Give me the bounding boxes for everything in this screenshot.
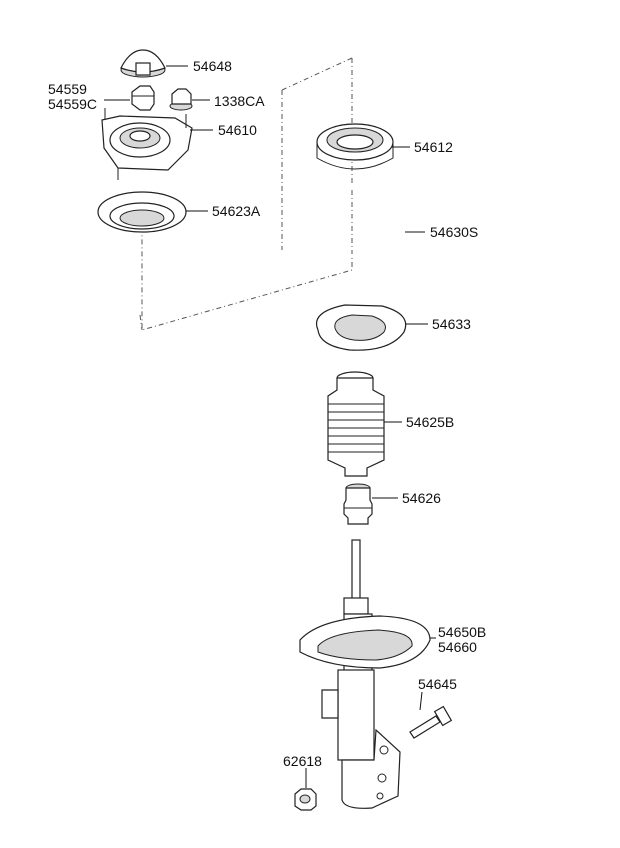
coil-spring-part: [303, 183, 407, 294]
label-1338ca: 1338CA: [214, 93, 265, 109]
label-54648: 54648: [193, 58, 232, 74]
label-54625b: 54625B: [406, 414, 454, 430]
label-54559: 54559: [48, 81, 87, 97]
leader-lines: [104, 65, 436, 788]
strut-insulator-part: [101, 108, 193, 180]
label-54630s: 54630S: [430, 224, 478, 240]
lower-spring-pad-part: [316, 304, 407, 351]
lock-nut-part: [131, 85, 155, 111]
part-labels: 54648 54559 54559C 1338CA 54610 54623A 5…: [48, 58, 486, 769]
dust-cap-part: [120, 49, 166, 78]
label-54660: 54660: [438, 639, 477, 655]
upper-spring-seat-part: [316, 123, 394, 170]
bump-stopper-part: [343, 483, 373, 525]
label-54650b: 54650B: [438, 624, 486, 640]
assembly-guide-lines: [139, 57, 353, 331]
bolt-nut-part: [294, 788, 317, 811]
flange-nut-part: [169, 88, 193, 111]
label-54559c: 54559C: [48, 96, 97, 112]
label-54645: 54645: [418, 676, 457, 692]
label-54633: 54633: [432, 316, 471, 332]
label-54610: 54610: [218, 122, 257, 138]
spring-upper-pad-part: [97, 191, 187, 233]
strut-assembly-part: [299, 539, 431, 809]
flange-bolt-part: [409, 705, 453, 739]
dust-boot-part: [327, 371, 385, 477]
label-54626: 54626: [402, 490, 441, 506]
label-62618: 62618: [283, 753, 322, 769]
label-54623a: 54623A: [212, 203, 261, 219]
label-54612: 54612: [414, 139, 453, 155]
